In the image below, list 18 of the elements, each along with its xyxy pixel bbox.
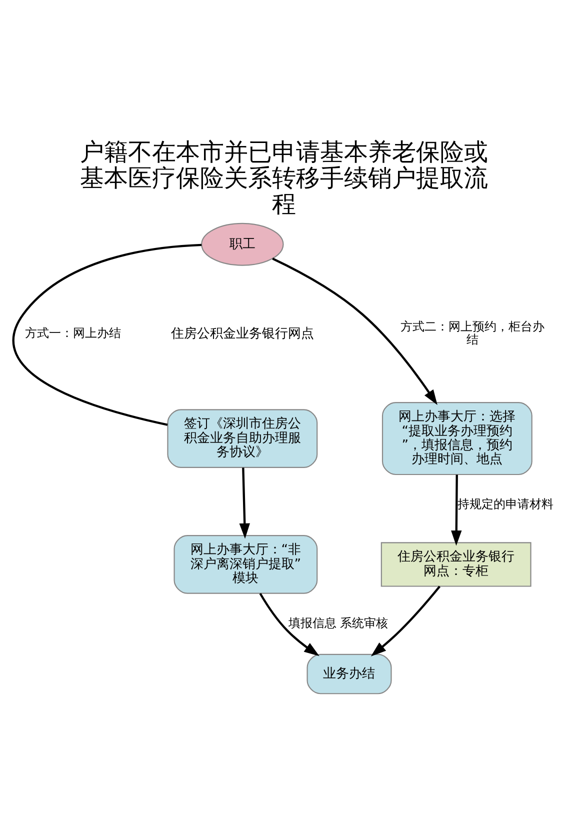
node-box: 签订《深圳市住房公积金业务自助办理服务协议》 (167, 408, 318, 468)
label: 住房公积金业务银行网点 (170, 326, 314, 341)
arrow (239, 467, 250, 538)
edge-label: 持规定的申请材料 (458, 496, 554, 511)
node-box: 网上办事大厅：“非深户离深销户提取”模块 (174, 534, 318, 594)
connector (12, 243, 202, 426)
edge-label: 方式一：网上办结 (24, 325, 121, 340)
node-ellipse: 职工 (201, 222, 284, 266)
arrow (259, 592, 320, 656)
node-box: 住房公积金业务银行网点：专柜 (380, 542, 532, 586)
edge-label: 填报信息 系统审核 (288, 615, 388, 630)
node-box: 网上办事大厅：选择“提取业务办理预约”，填报信息，预约办理时间、地点 (382, 402, 532, 475)
edge-label: 方式二：网上预约，柜台办结 (400, 318, 544, 346)
arrow (451, 474, 462, 546)
node-box: 业务办结 (306, 653, 392, 694)
arrow (370, 585, 440, 656)
arrow (272, 257, 438, 405)
diagram-title: 户籍不在本市并已申请基本养老保险或基本医疗保险关系转移手续销户提取流程 (80, 137, 488, 218)
